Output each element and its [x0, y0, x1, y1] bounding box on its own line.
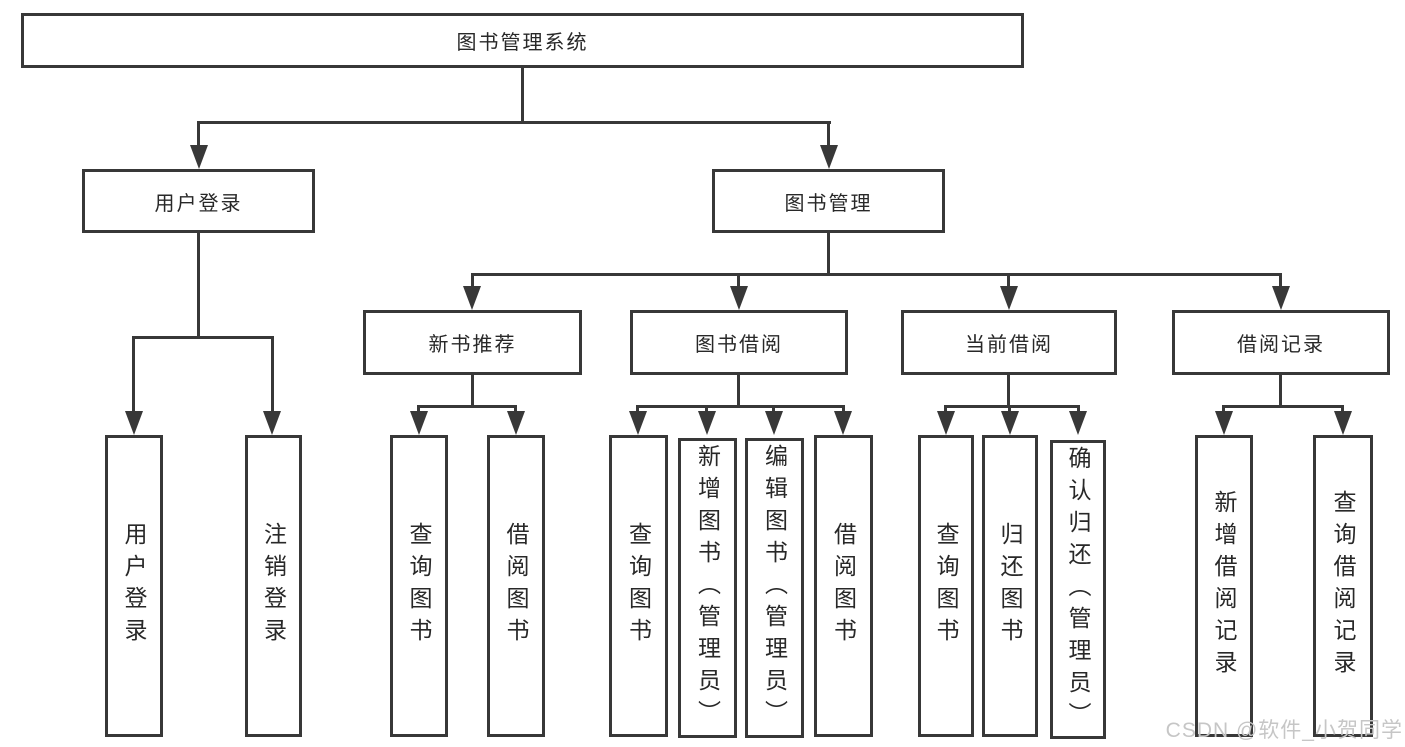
edge-drop [842, 405, 845, 413]
node-label: 当前借阅 [965, 334, 1053, 356]
node-label: 用户登录 [121, 522, 147, 650]
node-label: 查询图书 [625, 522, 652, 650]
arrow-down-icon [1334, 411, 1352, 435]
node-leaf-add-books: 新增图书（管理员） [678, 438, 737, 738]
edge-user-login-rail [132, 336, 274, 339]
node-leaf-query-books-rec: 查询图书 [390, 435, 448, 737]
node-label: 新书推荐 [428, 334, 517, 356]
node-leaf-borrow-books-borrow: 借阅图书 [814, 435, 873, 737]
node-label: 归还图书 [997, 522, 1023, 650]
node-leaf-edit-books: 编辑图书（管理员） [745, 438, 804, 738]
node-label: 新增借阅记录 [1211, 490, 1237, 682]
arrow-down-icon [698, 411, 716, 435]
edge-drop-book-mgmt [827, 121, 830, 147]
edge-borrow-records-stub [1279, 373, 1282, 405]
edge-current-borrow-rail [944, 405, 1080, 408]
arrow-down-icon [125, 411, 143, 435]
arrow-down-icon [190, 145, 208, 169]
edge-drop-new-book-rec [471, 273, 474, 288]
edge-drop [772, 405, 775, 413]
arrow-down-icon [1069, 411, 1087, 435]
node-current-borrow: 当前借阅 [901, 310, 1117, 375]
edge-book-borrow-stub [737, 373, 740, 405]
arrow-down-icon [730, 286, 748, 310]
arrow-down-icon [463, 286, 481, 310]
arrow-down-icon [834, 411, 852, 435]
node-label: 图书借阅 [695, 334, 783, 356]
edge-drop [417, 405, 420, 413]
edge-drop [1008, 405, 1011, 413]
edge-book-mgmt-stub [827, 231, 830, 273]
node-leaf-confirm-return: 确认归还（管理员） [1050, 440, 1106, 739]
node-leaf-user-login: 用户登录 [105, 435, 163, 737]
node-book-borrow: 图书借阅 [630, 310, 848, 375]
arrow-down-icon [1272, 286, 1290, 310]
edge-drop-borrow-records [1279, 273, 1282, 288]
edge-new-book-rec-rail [417, 405, 517, 408]
node-label: 新增图书（管理员） [694, 444, 721, 732]
edge-drop [944, 405, 947, 413]
node-leaf-logout: 注销登录 [245, 435, 302, 737]
node-leaf-return-books: 归还图书 [982, 435, 1038, 737]
node-leaf-query-books-current: 查询图书 [918, 435, 974, 737]
node-label: 注销登录 [260, 522, 287, 650]
edge-level1-rail [197, 121, 831, 124]
edge-drop [514, 405, 517, 413]
arrow-down-icon [629, 411, 647, 435]
edge-book-borrow-rail [636, 405, 845, 408]
edge-root-stub [521, 66, 524, 121]
node-label: 图书管理系统 [456, 32, 589, 54]
node-label: 借阅图书 [503, 522, 529, 650]
node-label: 用户登录 [154, 192, 243, 215]
edge-drop [636, 405, 639, 413]
node-label: 编辑图书（管理员） [761, 444, 788, 732]
edge-current-borrow-stub [1007, 373, 1010, 405]
arrow-down-icon [263, 411, 281, 435]
arrow-down-icon [820, 145, 838, 169]
node-leaf-borrow-books-rec: 借阅图书 [487, 435, 545, 737]
arrow-down-icon [410, 411, 428, 435]
arrow-down-icon [937, 411, 955, 435]
edge-drop-current-borrow [1007, 273, 1010, 288]
node-borrow-records: 借阅记录 [1172, 310, 1390, 375]
edge-drop-leaf-logout [271, 336, 274, 413]
arrow-down-icon [1000, 286, 1018, 310]
edge-user-login-stub [197, 231, 200, 336]
edge-drop-leaf-user-login [132, 336, 135, 413]
node-label: 借阅记录 [1237, 334, 1325, 356]
edge-drop-book-borrow [737, 273, 740, 288]
node-new-book-rec: 新书推荐 [363, 310, 582, 375]
watermark: CSDN @软件_小贺同学 [1165, 719, 1403, 742]
node-label: 查询图书 [406, 522, 432, 650]
arrow-down-icon [1001, 411, 1019, 435]
edge-drop [1222, 405, 1225, 413]
edge-drop [705, 405, 708, 413]
edge-drop-user-login [197, 121, 200, 147]
node-label: 查询图书 [933, 522, 959, 650]
node-leaf-query-books-borrow: 查询图书 [609, 435, 668, 737]
node-label: 确认归还（管理员） [1065, 445, 1091, 734]
arrow-down-icon [507, 411, 525, 435]
node-leaf-query-borrow-record: 查询借阅记录 [1313, 435, 1373, 737]
arrow-down-icon [765, 411, 783, 435]
edge-new-book-rec-stub [471, 373, 474, 405]
node-label: 图书管理 [784, 192, 873, 215]
edge-level3-rail [471, 273, 1282, 276]
node-book-mgmt: 图书管理 [712, 169, 945, 233]
edge-borrow-records-rail [1222, 405, 1344, 408]
edge-drop [1077, 405, 1080, 413]
arrow-down-icon [1215, 411, 1233, 435]
edge-drop [1341, 405, 1344, 413]
node-leaf-add-borrow-record: 新增借阅记录 [1195, 435, 1253, 737]
node-label: 查询借阅记录 [1330, 490, 1356, 682]
node-user-login: 用户登录 [82, 169, 315, 233]
node-label: 借阅图书 [830, 522, 857, 650]
node-root: 图书管理系统 [21, 13, 1024, 68]
